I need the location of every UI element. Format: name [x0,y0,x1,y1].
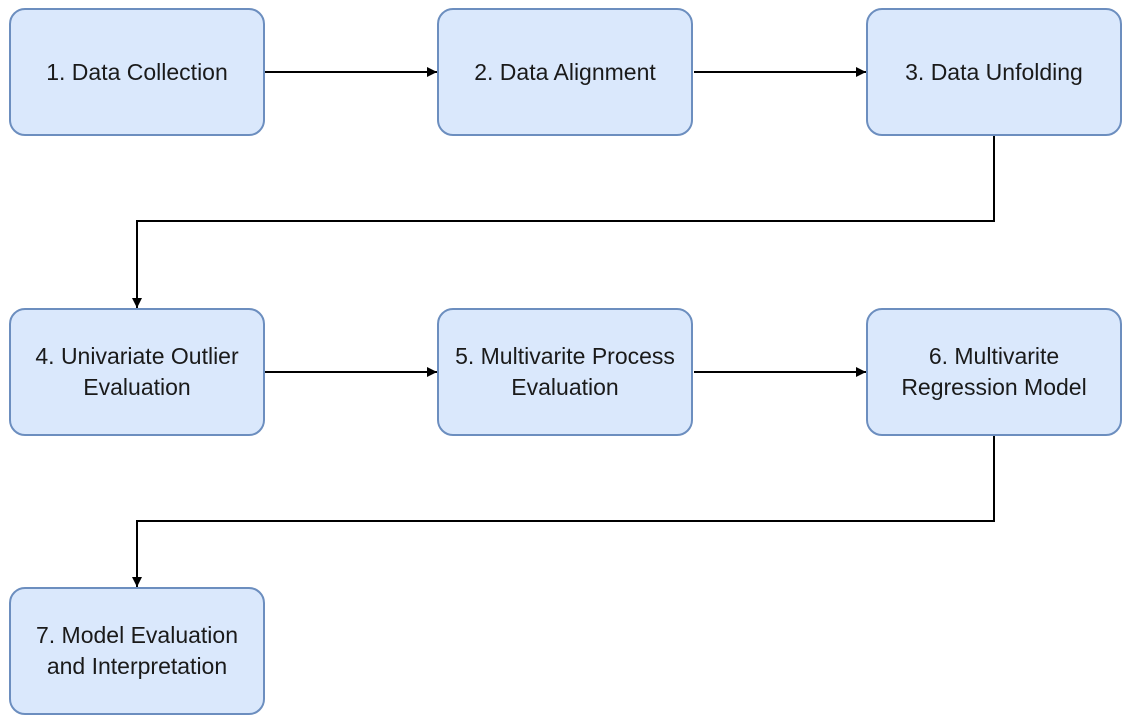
step-label: 6. Multivarite Regression Model [901,343,1087,400]
step-label: 2. Data Alignment [474,58,656,85]
step-label: 4. Univariate Outlier Evaluation [35,343,239,400]
step-3-data-unfolding: 3. Data Unfolding [866,8,1122,136]
step-label: 7. Model Evaluation and Interpretation [35,622,238,679]
step-7-model-evaluation-and-interpretation: 7. Model Evaluation and Interpretation [9,587,265,715]
step-1-data-collection: 1. Data Collection [9,8,265,136]
step-label: 3. Data Unfolding [905,58,1083,85]
step-label: 5. Multivarite Process Evaluation [455,343,675,400]
connector-3-to-4 [132,136,995,308]
step-6-multivariate-regression-model: 6. Multivarite Regression Model [866,308,1122,436]
step-5-multivariate-process-evaluation: 5. Multivarite Process Evaluation [437,308,693,436]
step-label: 1. Data Collection [46,58,228,85]
step-2-data-alignment: 2. Data Alignment [437,8,693,136]
connector-6-to-7 [132,436,995,587]
step-4-univariate-outlier-evaluation: 4. Univariate Outlier Evaluation [9,308,265,436]
